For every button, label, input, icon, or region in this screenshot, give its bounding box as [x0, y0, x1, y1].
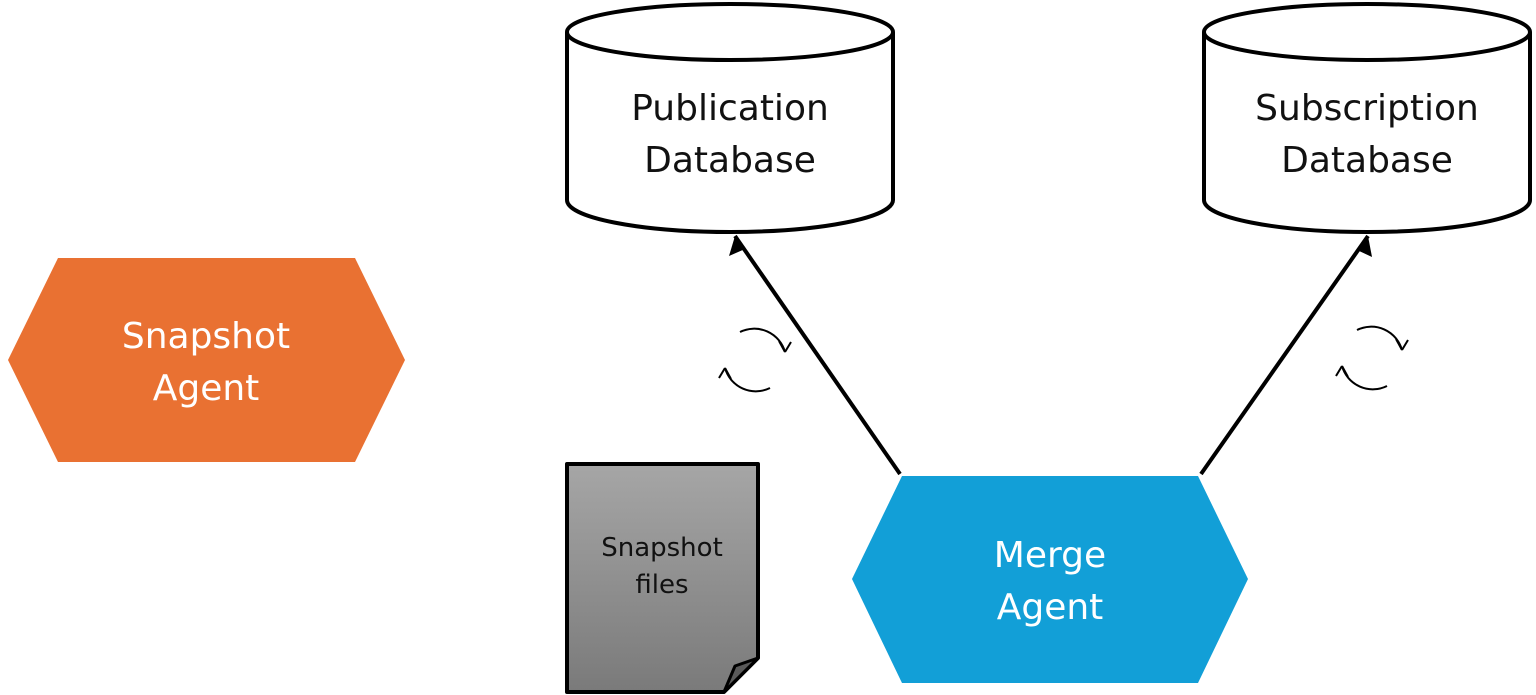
publication-database: Publication Database [565, 2, 895, 234]
merge-agent-label-line1: Merge [994, 535, 1106, 576]
merge-agent-label-line2: Agent [997, 587, 1104, 628]
snapshot-agent-label-line2: Agent [153, 368, 260, 409]
snapshot-files-label-line1: Snapshot [601, 533, 723, 563]
connector-merge-to-publication [729, 234, 902, 476]
snapshot-agent: Snapshot Agent [8, 258, 405, 462]
connector-merge-to-subscription [1199, 234, 1372, 476]
publication-database-label-line2: Database [644, 140, 816, 181]
snapshot-agent-label-line1: Snapshot [122, 316, 290, 357]
publication-database-label-line1: Publication [631, 88, 829, 129]
sync-cycle-icon [1335, 325, 1409, 391]
subscription-database-label-line1: Subscription [1255, 88, 1479, 129]
snapshot-files-document: Snapshot files [565, 462, 760, 694]
subscription-database-label-line2: Database [1281, 140, 1453, 181]
snapshot-files-label-line2: files [635, 570, 688, 600]
sync-cycle-icon [718, 327, 792, 393]
subscription-database: Subscription Database [1202, 2, 1532, 234]
merge-agent: Merge Agent [852, 476, 1248, 683]
